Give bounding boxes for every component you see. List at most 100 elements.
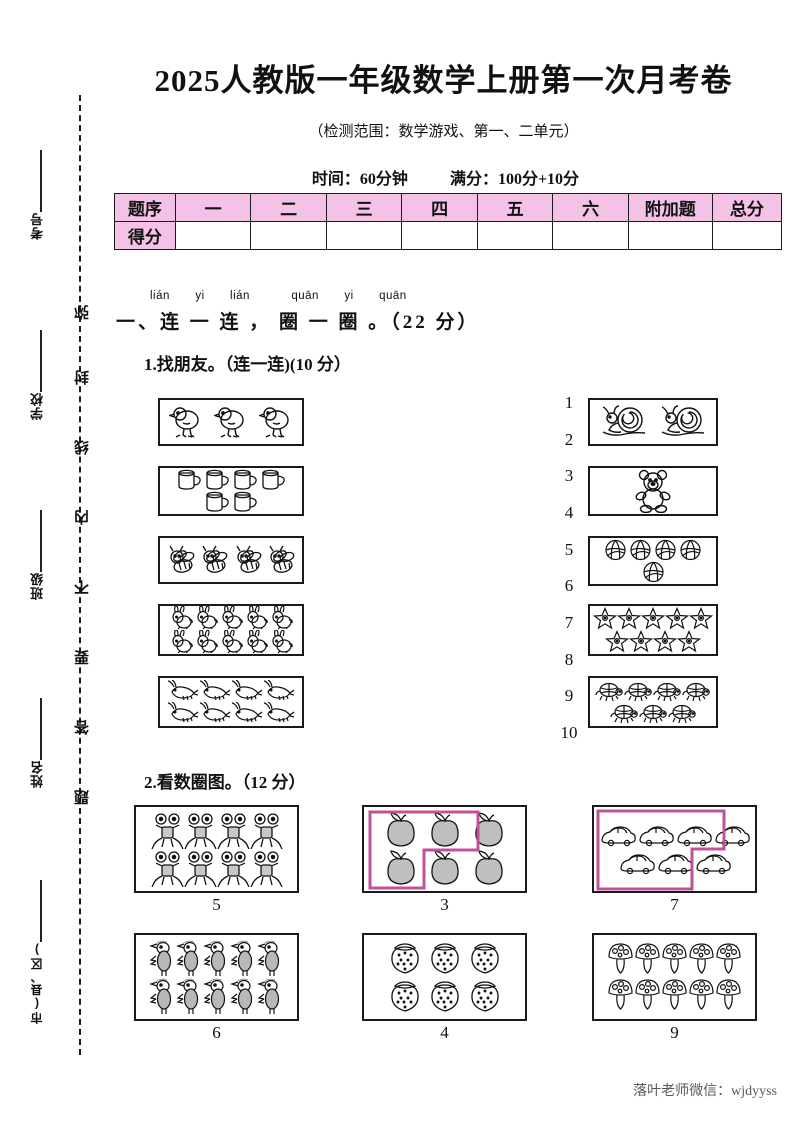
chick-icon — [258, 407, 289, 438]
car-icon — [638, 826, 674, 847]
mushroom-icon — [635, 943, 660, 974]
mushroom-icon — [689, 943, 714, 974]
volleyball-grid — [590, 538, 716, 584]
score-table-col-extra: 附加题 — [627, 193, 713, 222]
mushroom-icon — [608, 979, 633, 1010]
rabbit-grid — [160, 606, 302, 654]
pinyin-6: quān — [379, 290, 407, 302]
exam-time-label: 时间：60分钟 — [311, 171, 408, 188]
picture-box-rabbits[interactable] — [158, 604, 304, 656]
score-cell-2[interactable] — [250, 221, 327, 250]
mushroom-icon — [716, 979, 741, 1010]
pinyin-3: lián — [230, 290, 250, 302]
starfish-icon — [689, 607, 713, 630]
car-items — [594, 807, 755, 891]
cup-icon — [206, 491, 229, 512]
number-option-6[interactable]: 6 — [564, 576, 574, 596]
shrimp-icon — [263, 680, 295, 701]
score-table-row-label-defen: 得分 — [114, 221, 176, 250]
score-table-col-1: 一 — [174, 193, 252, 222]
count-box-birds[interactable] — [134, 933, 299, 1021]
turtle-icon — [667, 704, 696, 724]
picture-box-turtles[interactable] — [588, 676, 718, 728]
cup-icon — [178, 469, 201, 490]
score-table-row-label-tixu: 题序 — [114, 193, 176, 222]
pinyin-annotation: lián yi lián quān yi quān — [150, 290, 407, 302]
count-cell-apples: 3 — [362, 805, 527, 915]
question-1-heading: 1.找朋友。（连一连)(10 分） — [144, 355, 351, 374]
picture-box-chicks[interactable] — [158, 398, 304, 446]
number-option-8[interactable]: 8 — [564, 649, 574, 669]
picture-box-shrimps[interactable] — [158, 676, 304, 728]
number-option-9[interactable]: 9 — [564, 686, 574, 706]
number-option-3[interactable]: 3 — [564, 466, 574, 486]
mushroom-icon — [662, 979, 687, 1010]
strawberry-icon — [470, 943, 499, 974]
turtle-icon — [609, 704, 638, 724]
picture-box-snails[interactable] — [588, 398, 718, 446]
starfish-icon — [641, 607, 665, 630]
rabbit-icon — [221, 630, 243, 654]
exam-meta: 时间：60分钟 满分：100分+10分 — [112, 165, 779, 189]
count-cell-birds: 6 — [134, 933, 299, 1043]
picture-box-volleyballs[interactable] — [588, 536, 718, 586]
number-option-1[interactable]: 1 — [564, 393, 574, 412]
count-box-apples[interactable] — [362, 805, 527, 893]
cup-icon — [234, 491, 257, 512]
car-icon — [619, 854, 655, 875]
car-icon — [676, 826, 712, 847]
seal-column: 考号 学校 班级 姓名 市(县、区) 弥 封 线 内 不 要 答 题 — [0, 0, 112, 1122]
number-option-2[interactable]: 2 — [564, 429, 574, 449]
score-table-col-2: 二 — [250, 193, 327, 222]
count-label-frogs: 5 — [212, 895, 221, 914]
score-cell-extra[interactable] — [627, 221, 713, 250]
seal-phrase-char-8: 题 — [74, 790, 91, 805]
seal-phrase-char-5: 不 — [74, 580, 91, 595]
mushroom-icon — [689, 979, 714, 1010]
mushroom-icon — [662, 943, 687, 974]
car-icon — [695, 854, 731, 875]
count-box-cars[interactable] — [592, 805, 757, 893]
count-label-birds: 6 — [212, 1023, 221, 1042]
matching-exercise-area — [112, 393, 793, 743]
frog-items — [136, 807, 297, 891]
snail-icon — [602, 405, 645, 436]
number-option-4[interactable]: 4 — [564, 502, 574, 522]
picture-box-bees[interactable] — [158, 536, 304, 584]
score-cell-5[interactable] — [476, 221, 554, 250]
score-cell-4[interactable] — [401, 221, 478, 250]
question-2-heading: 2.看数圈图。（12 分） — [144, 773, 306, 792]
count-cell-mushrooms: 9 — [592, 933, 757, 1043]
count-box-mushrooms[interactable] — [592, 933, 757, 1021]
bird-icon — [176, 978, 199, 1014]
field-rule-kaohao — [40, 150, 42, 212]
number-option-5[interactable]: 5 — [564, 539, 574, 559]
score-cell-1[interactable] — [174, 221, 252, 250]
bee-icon — [269, 545, 295, 573]
score-cell-total[interactable] — [711, 221, 783, 250]
picture-box-bear[interactable] — [588, 466, 718, 516]
count-box-frogs[interactable] — [134, 805, 299, 893]
score-table-col-3: 三 — [325, 193, 403, 222]
number-option-10[interactable]: 10 — [560, 722, 578, 742]
picture-box-cups[interactable] — [158, 466, 304, 516]
bird-icon — [257, 940, 280, 976]
score-cell-3[interactable] — [325, 221, 403, 250]
score-cell-6[interactable] — [552, 221, 629, 250]
starfish-icon — [617, 607, 641, 630]
score-table-col-4: 四 — [401, 193, 478, 222]
seal-field-kaohao: 考号 — [30, 212, 45, 240]
frog-icon — [150, 851, 184, 887]
chick-icon — [169, 407, 200, 438]
count-label-mushrooms: 9 — [670, 1023, 679, 1042]
count-label-apples: 3 — [440, 895, 449, 914]
count-box-strawberries[interactable] — [362, 933, 527, 1021]
shrimp-icon — [167, 680, 199, 701]
number-option-7[interactable]: 7 — [564, 612, 574, 632]
picture-box-starfish[interactable] — [588, 604, 718, 656]
strawberry-icon — [430, 981, 459, 1012]
shrimp-icon — [231, 702, 263, 723]
chick-icon — [213, 407, 244, 438]
bee-icon — [169, 545, 195, 573]
starfish-icon — [665, 607, 689, 630]
